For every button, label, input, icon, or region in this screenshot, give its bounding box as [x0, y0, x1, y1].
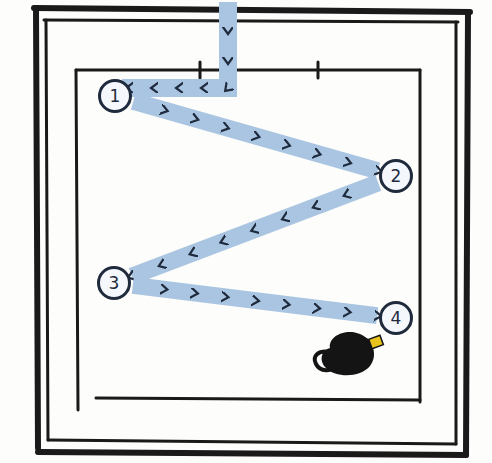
walk-path	[132, 183, 378, 277]
direction-chevrons	[133, 285, 377, 315]
stop-number: 3	[109, 275, 120, 292]
path-band	[133, 285, 377, 315]
stop-circle: 1	[98, 79, 132, 113]
stop-circle: 2	[379, 159, 413, 193]
stop-circle: 4	[379, 301, 413, 335]
path-band	[133, 101, 377, 171]
person-figure	[315, 332, 384, 375]
direction-chevrons	[132, 183, 378, 277]
door-mark	[199, 62, 202, 78]
walk-path	[133, 101, 377, 171]
inner-wall	[76, 62, 420, 410]
stop-number: 1	[110, 88, 121, 105]
path-band	[132, 183, 378, 277]
stop-number: 2	[391, 168, 402, 185]
stop-number: 4	[391, 310, 402, 327]
direction-chevrons	[133, 101, 377, 171]
door-mark	[317, 62, 320, 78]
stop-circle: 3	[97, 266, 131, 300]
walk-path	[133, 285, 377, 315]
entrance-path	[122, 2, 228, 88]
outer-wall	[34, 8, 470, 455]
